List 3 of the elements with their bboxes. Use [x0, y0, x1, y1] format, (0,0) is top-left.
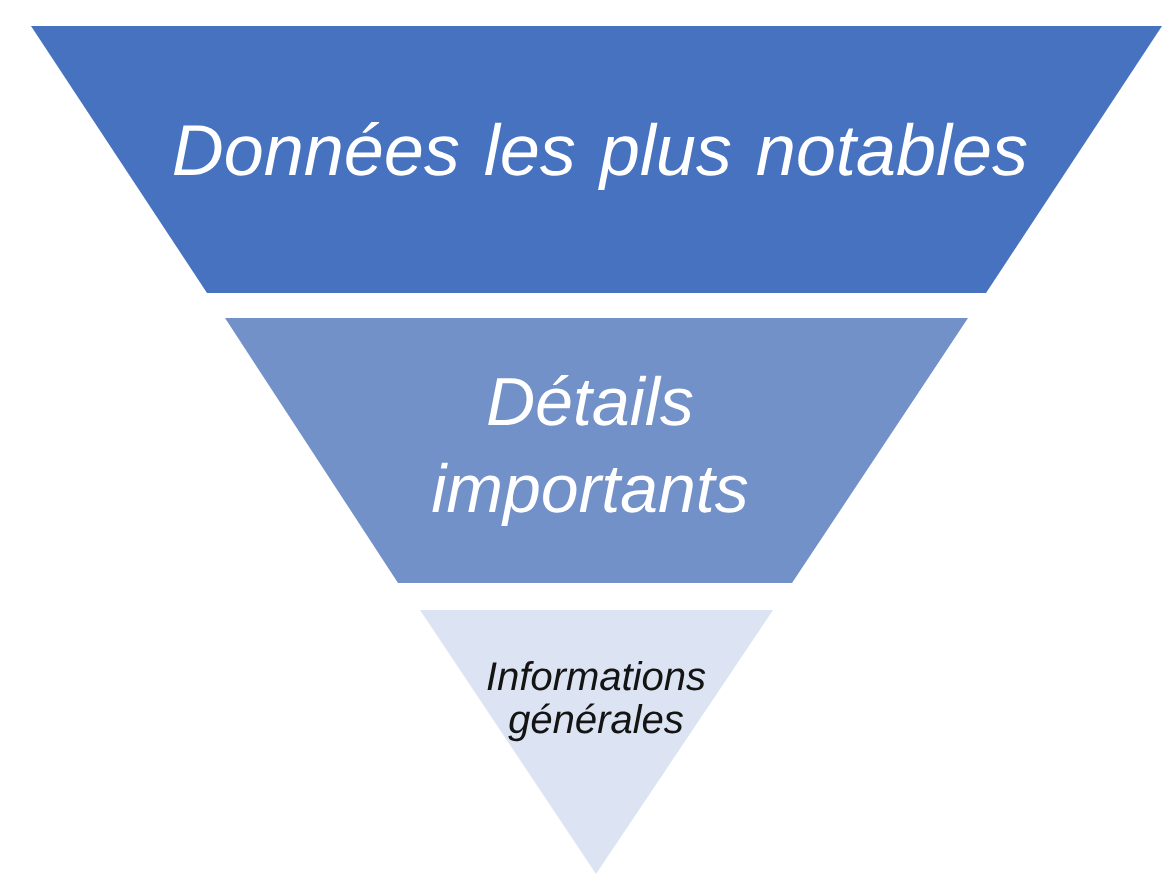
pyramid-tip: Informations générales [420, 610, 773, 874]
pyramid-tier: Détails importants [225, 318, 968, 583]
pyramid-tier: Données les plus notables [31, 26, 1162, 293]
